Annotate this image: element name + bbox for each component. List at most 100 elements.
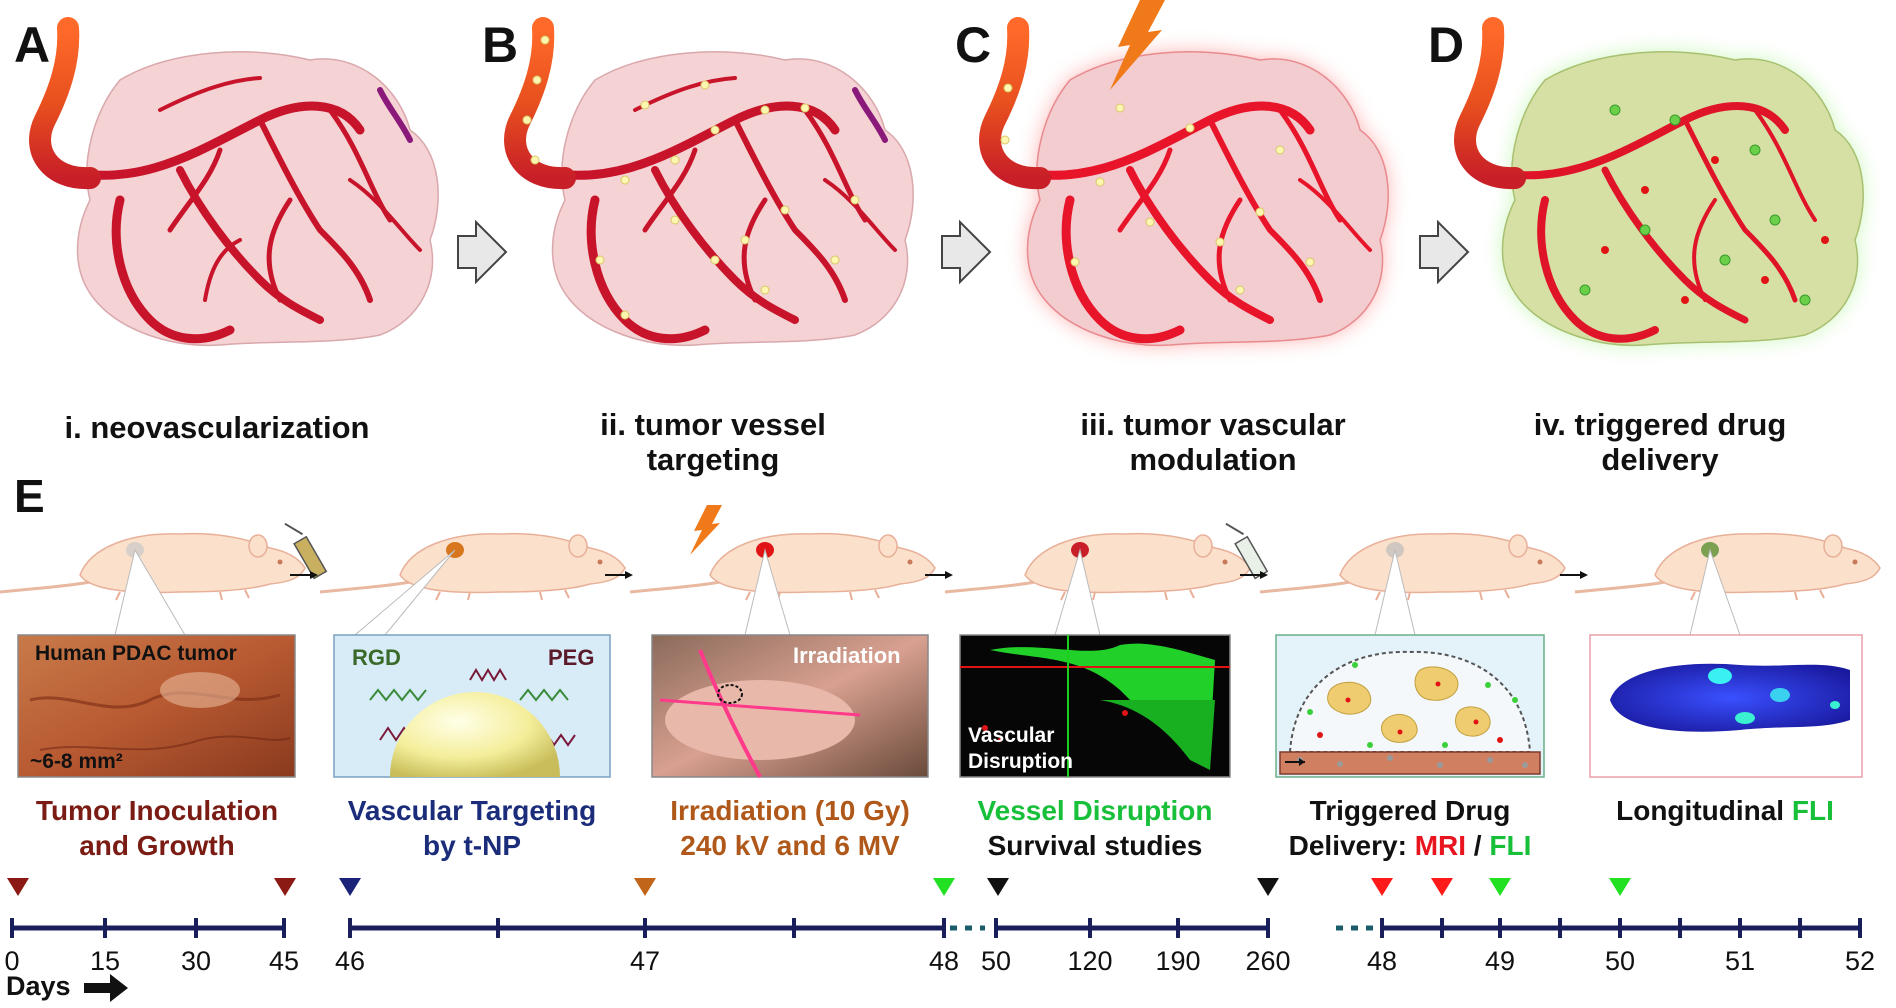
timeline-label-52: 52: [1845, 946, 1875, 976]
timeline-marker-48.5: [1431, 878, 1453, 896]
panel-d: [1454, 17, 1864, 347]
timeline-label-0: 0: [4, 946, 19, 976]
stage-inoculation-caption-line2: and Growth: [79, 830, 235, 861]
stage-inoculation-caption-line1: Tumor Inoculation: [36, 795, 278, 826]
inset-delivery-schematic: [1275, 634, 1545, 778]
days-arrow-icon: [84, 974, 128, 1002]
timeline-marker-49: [1489, 878, 1511, 896]
inset-label-disruption: Disruption: [968, 750, 1073, 773]
inset-label-irradiation: Irradiation: [793, 643, 901, 668]
inset-irradiation-photo: Irradiation: [651, 634, 929, 778]
lightning-bolt-icon: [1110, 0, 1165, 90]
inset-fli-image: [1589, 634, 1863, 778]
stage-longitudinal-caption-line1-part2: FLI: [1792, 795, 1834, 826]
stage-longitudinal-caption-line1-part1: Longitudinal: [1616, 795, 1792, 826]
timeline-label-49: 49: [1485, 946, 1515, 976]
inset-pdac-photo: Human PDAC tumor ~6-8 mm²: [17, 634, 296, 778]
arrow-c-to-d: [1419, 219, 1470, 285]
nanoparticles: [1000, 83, 1315, 295]
timeline-marker-46: [339, 878, 361, 896]
panel-letter-b: B: [482, 17, 518, 73]
stage-targeting-caption-line1: Vascular Targeting: [348, 795, 596, 826]
mice-row: [0, 505, 1881, 636]
arrow-a-to-b: [457, 219, 508, 285]
panel-c-caption-line1: iii. tumor vascular: [1080, 407, 1345, 442]
stage-captions: Tumor Inoculation and Growth Vascular Targ…: [36, 795, 1834, 861]
feeding-artery: [504, 17, 576, 190]
timeline-marker-50: [987, 878, 1009, 896]
timeline-label-51: 51: [1725, 946, 1755, 976]
panel-d-caption-line1: iv. triggered drug: [1534, 407, 1787, 442]
stage-inoculation-caption-line2-part1: and Growth: [79, 830, 235, 861]
panel-letter-e: E: [14, 470, 45, 522]
inset-disruption-image: Vascular Disruption: [959, 634, 1231, 778]
stage-irradiation-caption-line1: Irradiation (10 Gy): [670, 795, 910, 826]
mouse-4: [944, 532, 1251, 601]
insets-row: Human PDAC tumor ~6-8 mm² RGD PEG: [17, 634, 1863, 778]
stage-delivery-caption-line2-part3: /: [1466, 830, 1489, 861]
panel-d-caption-line2: delivery: [1601, 442, 1719, 477]
stage-delivery-caption-line1: Triggered Drug: [1310, 795, 1511, 826]
timeline-marker-45: [274, 878, 296, 896]
timeline-label-120: 120: [1067, 946, 1112, 976]
panel-letter-c: C: [955, 17, 991, 73]
lightning-bolt-icon: [690, 505, 722, 555]
timeline-marker-260: [1257, 878, 1279, 896]
timeline-marker-48: [1371, 878, 1393, 896]
inset-label-peg: PEG: [548, 645, 594, 670]
timeline-marker-50: [1609, 878, 1631, 896]
stage-delivery-caption-line2-part1: Delivery:: [1289, 830, 1415, 861]
drug-particles-red: [1601, 156, 1829, 304]
stage-irradiation-caption-line1-part1: Irradiation (10 Gy): [670, 795, 910, 826]
panel-letter-a: A: [14, 17, 50, 73]
stage-arrow-3: [925, 571, 953, 579]
stage-arrow-5: [1560, 571, 1588, 579]
timeline-marker-48: [933, 878, 955, 896]
timeline-label-15: 15: [90, 946, 120, 976]
panel-b: [504, 17, 914, 347]
timeline-label-48: 48: [929, 946, 959, 976]
timeline-label-50: 50: [981, 946, 1011, 976]
panel-a-caption: i. neovascularization: [65, 410, 370, 445]
timeline-label-30: 30: [181, 946, 211, 976]
stage-disruption-caption-line2: Survival studies: [988, 830, 1203, 861]
stage-targeting-caption-line1-part1: Vascular Targeting: [348, 795, 596, 826]
inset-label-rgd: RGD: [352, 645, 401, 670]
feeding-artery: [29, 17, 101, 190]
timeline-segment-3: 50 120 190 260: [981, 878, 1291, 976]
timeline-label-46: 46: [335, 946, 365, 976]
timeline-label-47: 47: [630, 946, 660, 976]
inset-label-vascular: Vascular: [968, 724, 1054, 747]
stage-delivery-caption-line2-part4: FLI: [1489, 830, 1531, 861]
panel-c: [979, 0, 1389, 347]
feeding-artery: [1454, 17, 1526, 190]
timeline-marker-0: [7, 878, 29, 896]
stage-irradiation-caption-line2-part1: 240 kV and 6 MV: [680, 830, 900, 861]
stage-targeting-caption-line2: by t-NP: [423, 830, 521, 861]
timeline-label-190: 190: [1155, 946, 1200, 976]
panel-a: [29, 17, 439, 347]
arrow-b-to-c: [941, 219, 992, 285]
panel-letter-d: D: [1428, 17, 1464, 73]
tumor-tissue: [1501, 51, 1864, 347]
stage-arrow-4: [1240, 571, 1268, 579]
mouse-2: [319, 532, 626, 601]
stage-delivery-caption-line2: Delivery: MRI / FLI: [1289, 830, 1532, 861]
timeline-segment-2: 46 47 48: [335, 878, 959, 976]
tumor-tissue: [551, 51, 914, 347]
mouse-3: [629, 532, 936, 601]
inset-nanoparticle-schematic: RGD PEG: [333, 634, 611, 778]
timeline-label-260: 260: [1245, 946, 1290, 976]
inset-label-size: ~6-8 mm²: [30, 750, 123, 773]
stage-irradiation-caption-line2: 240 kV and 6 MV: [680, 830, 900, 861]
drug-particles-green: [1579, 104, 1811, 306]
stage-longitudinal-caption-line1: Longitudinal FLI: [1616, 795, 1834, 826]
stage-targeting-caption-line2-part1: by t-NP: [423, 830, 521, 861]
stage-arrow-1: [290, 571, 318, 579]
timeline-marker-47: [634, 878, 656, 896]
panel-b-caption-line1: ii. tumor vessel: [600, 407, 826, 442]
stage-disruption-caption-line1-part1: Vessel Disruption: [978, 795, 1213, 826]
